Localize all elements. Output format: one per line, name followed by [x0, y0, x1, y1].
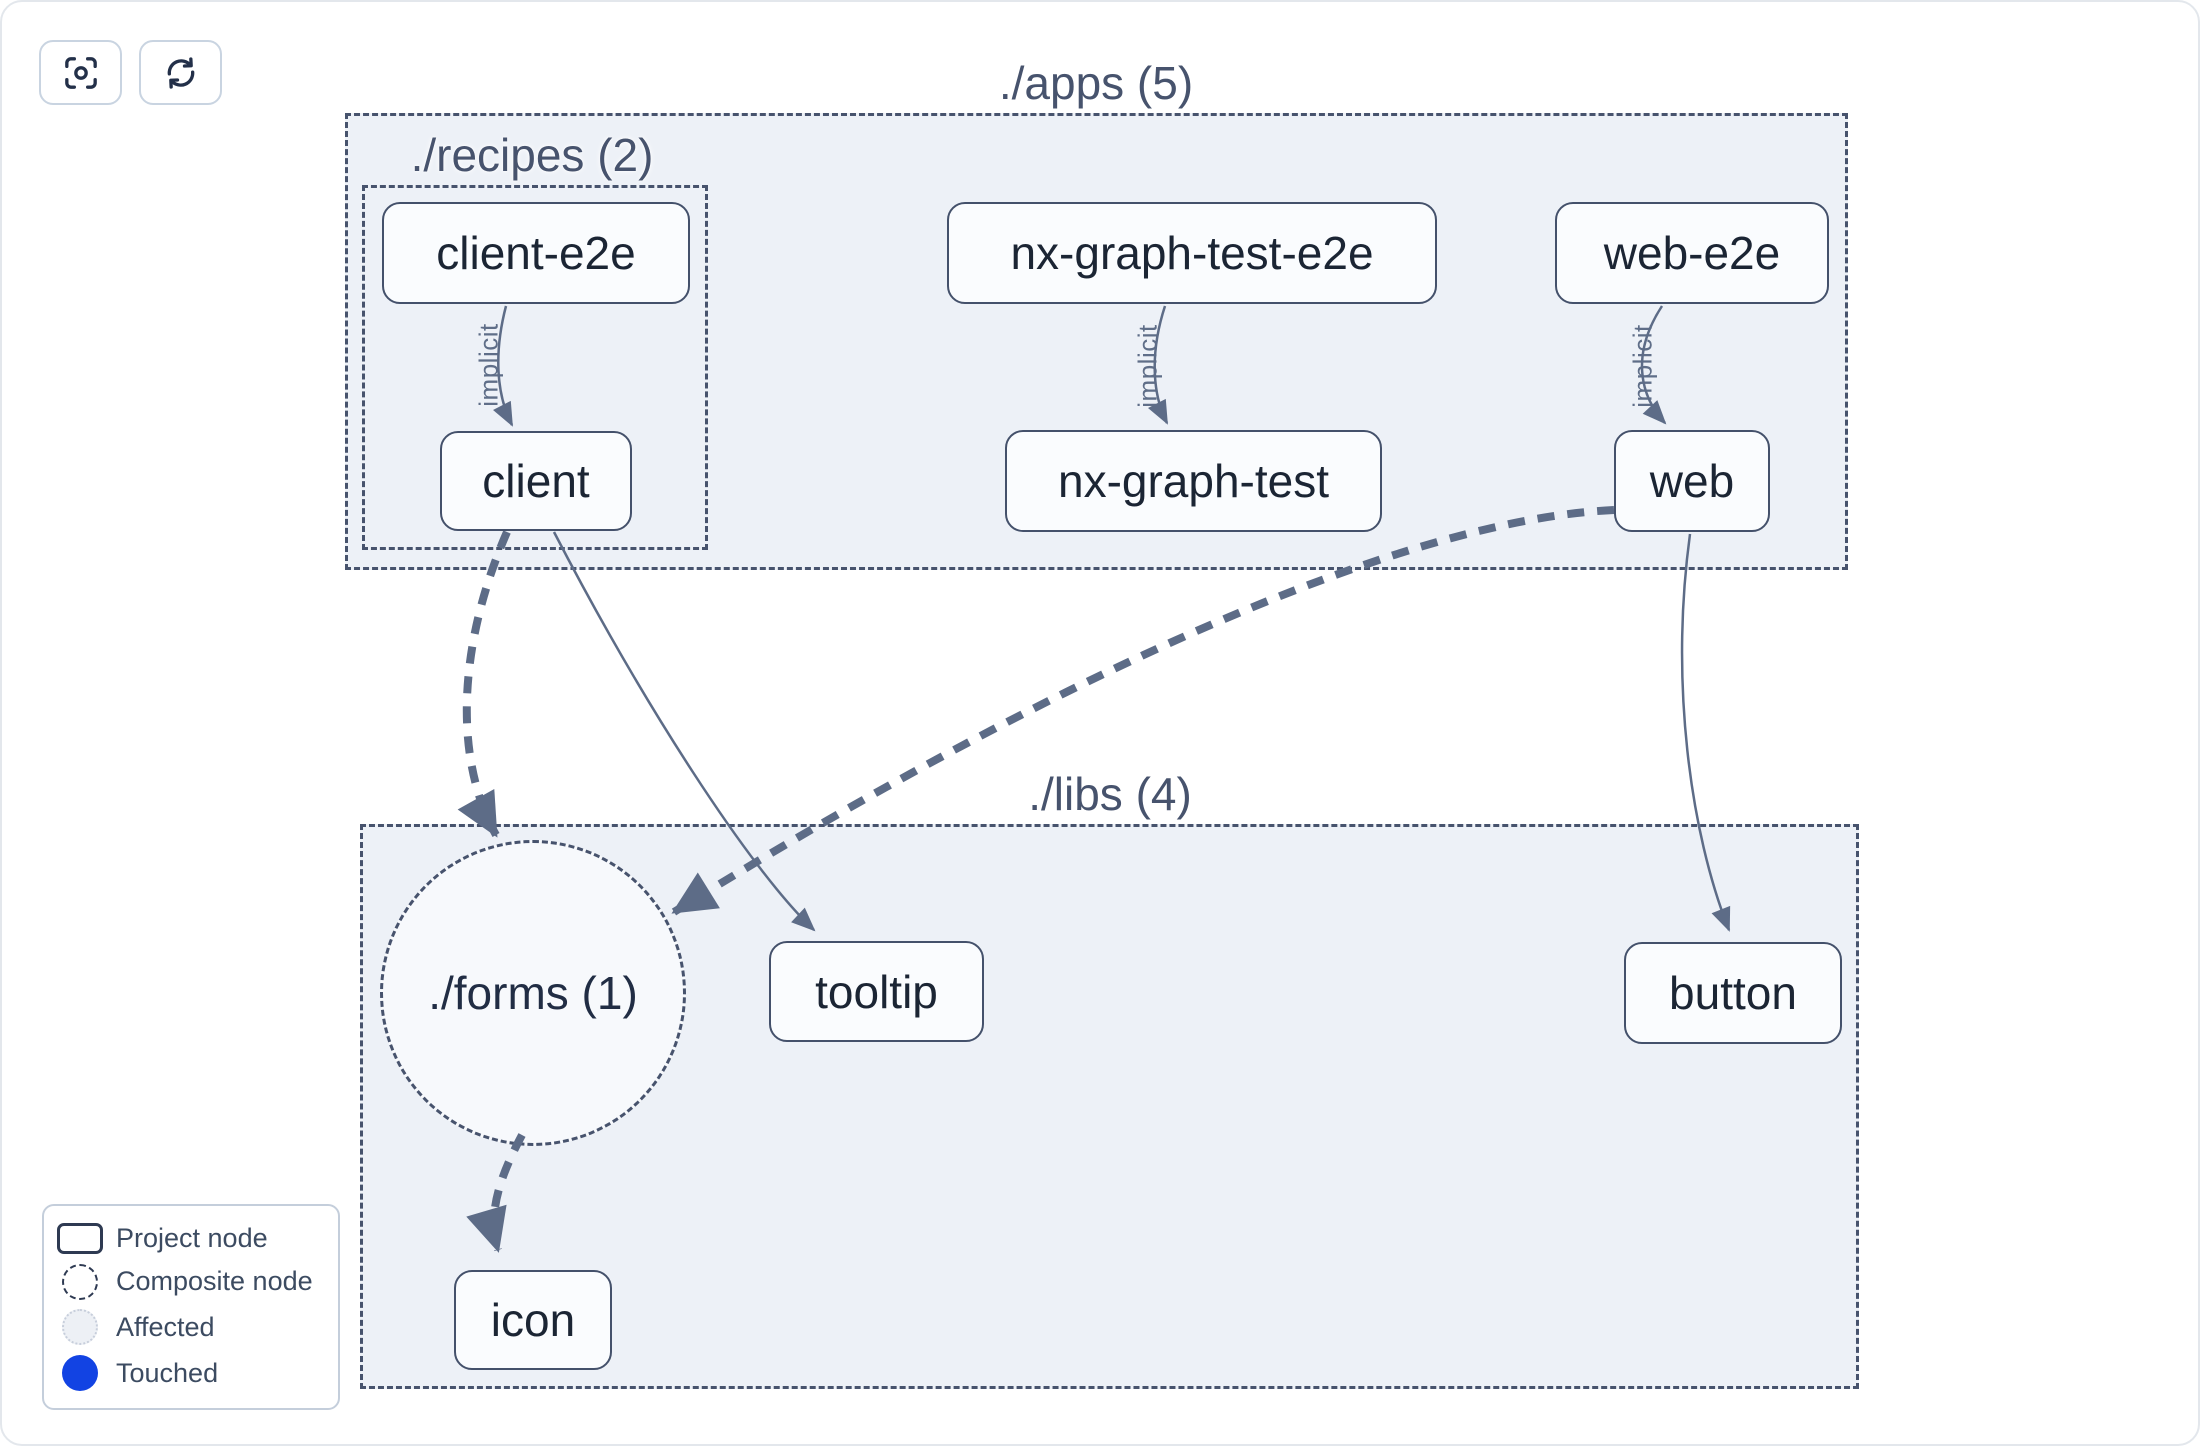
node-icon-label: icon — [490, 1294, 576, 1346]
legend-label: Composite node — [116, 1266, 313, 1297]
focus-icon — [61, 53, 101, 93]
node-button-label: button — [1669, 967, 1797, 1019]
node-client-e2e[interactable]: client-e2e — [382, 202, 690, 304]
node-client-label: client — [482, 455, 590, 507]
legend-label: Affected — [116, 1311, 215, 1342]
node-web-label: web — [1649, 455, 1735, 507]
node-nx-graph-test-e2e[interactable]: nx-graph-test-e2e — [947, 202, 1437, 304]
group-recipes-label: ./recipes (2) — [410, 129, 654, 181]
refresh-button[interactable] — [139, 40, 222, 105]
node-icon[interactable]: icon — [454, 1270, 612, 1370]
legend: Project node Composite node Affected Tou… — [42, 1204, 340, 1410]
node-web-e2e[interactable]: web-e2e — [1555, 202, 1829, 304]
node-button[interactable]: button — [1624, 942, 1842, 1044]
legend-item-composite-node: Composite node — [44, 1263, 338, 1300]
node-client-e2e-label: client-e2e — [436, 227, 636, 279]
edge-web-to-button[interactable] — [1680, 533, 1731, 932]
node-nx-graph-test[interactable]: nx-graph-test — [1005, 430, 1382, 532]
node-tooltip[interactable]: tooltip — [769, 941, 984, 1042]
node-nx-graph-test-e2e-label: nx-graph-test-e2e — [1010, 227, 1374, 279]
refresh-icon — [161, 53, 201, 93]
project-node-icon — [44, 1222, 116, 1254]
edge-forms-to-icon[interactable] — [466, 1133, 526, 1253]
edge-nx-graph-test-e2e-to-nx-graph-test[interactable] — [1148, 305, 1169, 425]
node-web[interactable]: web — [1614, 430, 1770, 532]
legend-label: Touched — [116, 1357, 219, 1388]
edge-label-implicit-nx-graph-test: implicit — [1132, 324, 1163, 408]
composite-node-icon — [44, 1263, 116, 1300]
composite-node-forms[interactable]: ./forms (1) — [380, 840, 686, 1146]
focus-button[interactable] — [39, 40, 122, 105]
edge-web-e2e-to-web[interactable] — [1640, 305, 1667, 425]
legend-item-project-node: Project node — [44, 1222, 338, 1254]
composite-node-forms-label: ./forms (1) — [428, 967, 638, 1019]
group-apps-label: ./apps (5) — [998, 57, 1194, 109]
group-recipes[interactable] — [362, 185, 708, 550]
legend-item-touched: Touched — [44, 1355, 338, 1392]
edge-client-to-forms[interactable] — [457, 530, 511, 838]
edge-web-to-forms[interactable] — [671, 506, 1615, 916]
legend-item-affected: Affected — [44, 1309, 338, 1346]
legend-label: Project node — [116, 1222, 268, 1253]
edge-client-to-tooltip[interactable] — [552, 531, 816, 932]
node-client[interactable]: client — [440, 431, 632, 531]
node-tooltip-label: tooltip — [815, 965, 938, 1018]
edge-client-e2e-to-client[interactable] — [493, 305, 514, 427]
affected-icon — [44, 1309, 116, 1346]
node-nx-graph-test-label: nx-graph-test — [1057, 455, 1329, 507]
node-web-e2e-label: web-e2e — [1603, 227, 1781, 279]
group-libs-label: ./libs (4) — [1028, 768, 1192, 820]
touched-icon — [44, 1355, 116, 1392]
